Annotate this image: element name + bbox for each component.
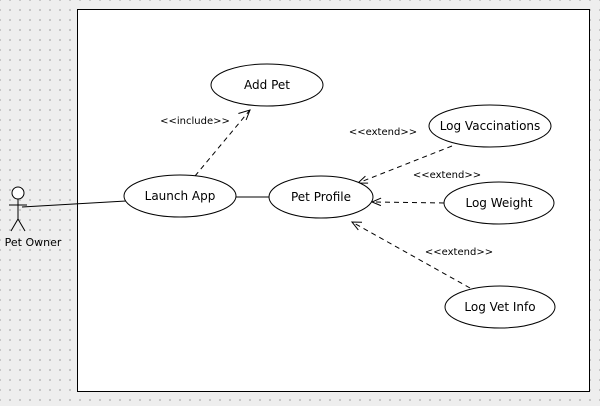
extend-relation-vet-info	[350, 221, 471, 289]
actor-pet-owner[interactable]: Pet Owner	[5, 186, 62, 249]
use-case-log-weight[interactable]: Log Weight	[443, 181, 555, 225]
actor-head	[11, 186, 25, 200]
actor-left-leg	[10, 218, 19, 232]
use-case-add-pet-ellipse	[210, 63, 324, 107]
extend-line-vet-info	[351, 221, 471, 289]
extend-line-weight	[371, 201, 445, 204]
association-actor-launch-app	[21, 200, 127, 208]
use-case-launch-app-ellipse	[123, 174, 237, 218]
actor-label: Pet Owner	[5, 236, 62, 249]
use-case-pet-profile[interactable]: Pet Profile	[268, 175, 374, 219]
use-case-log-vaccinations[interactable]: Log Vaccinations	[428, 104, 552, 148]
extend-arrowhead-vet-info	[350, 221, 363, 231]
use-case-launch-app-label: Launch App	[145, 189, 216, 203]
use-case-log-vaccinations-ellipse	[428, 104, 552, 148]
use-case-log-vet-info-ellipse	[444, 285, 556, 329]
extend-label-vet-info: <<extend>>	[425, 247, 493, 258]
include-arrowhead	[238, 109, 251, 121]
use-case-log-vet-info[interactable]: Log Vet Info	[444, 285, 556, 329]
use-case-log-weight-ellipse	[443, 181, 555, 225]
actor-right-leg	[17, 218, 26, 232]
use-case-pet-profile-label: Pet Profile	[291, 190, 351, 204]
use-case-log-vaccinations-label: Log Vaccinations	[440, 119, 541, 133]
extend-line-vaccinations	[357, 145, 453, 184]
use-case-add-pet-label: Add Pet	[244, 78, 290, 92]
extend-label-weight: <<extend>>	[413, 170, 481, 181]
use-case-add-pet[interactable]: Add Pet	[210, 63, 324, 107]
extend-label-vaccinations: <<extend>>	[349, 127, 417, 138]
use-case-log-vet-info-label: Log Vet Info	[464, 300, 535, 314]
use-case-pet-profile-ellipse	[268, 175, 374, 219]
include-label: <<include>>	[160, 116, 230, 127]
use-case-launch-app[interactable]: Launch App	[123, 174, 237, 218]
include-relation	[194, 109, 251, 177]
use-case-log-weight-label: Log Weight	[465, 196, 532, 210]
